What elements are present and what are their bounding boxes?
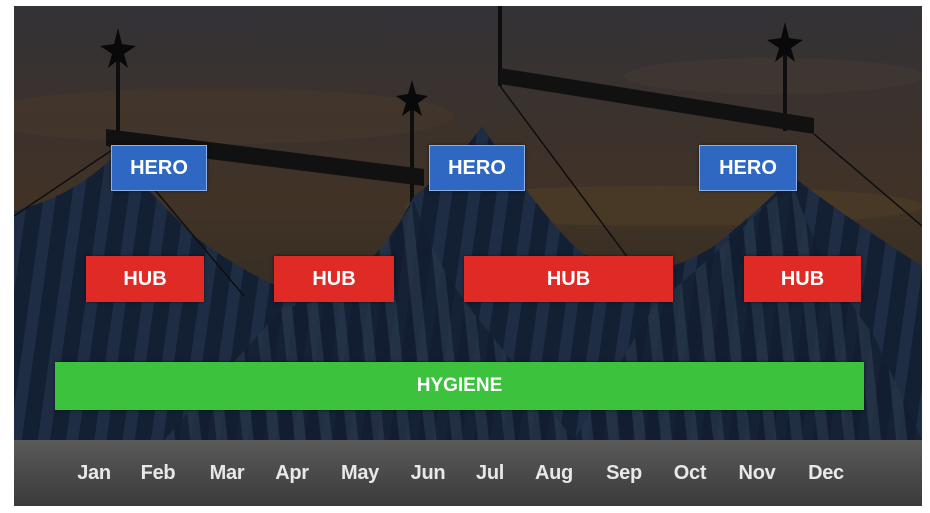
month-label-aug: Aug: [535, 462, 573, 484]
hero-box: HERO: [111, 145, 207, 191]
month-label-jan: Jan: [77, 462, 111, 484]
hub-box: HUB: [744, 256, 861, 302]
month-label-dec: Dec: [808, 462, 844, 484]
hub-box: HUB: [464, 256, 673, 302]
month-label-feb: Feb: [140, 462, 176, 484]
hub-box: HUB: [274, 256, 394, 302]
month-label-may: May: [340, 462, 379, 484]
hub-box: HUB: [86, 256, 204, 302]
hero-box: HERO: [429, 145, 525, 191]
month-label-jul: Jul: [476, 462, 504, 484]
month-label-sep: Sep: [606, 462, 642, 484]
month-label-jun: Jun: [410, 462, 446, 484]
month-label-mar: Mar: [209, 462, 245, 484]
month-axis: Jan Feb Mar Apr May Jun Jul Aug Sep Oct Nov Dec: [14, 440, 922, 506]
month-label-nov: Nov: [738, 462, 776, 484]
hero-box: HERO: [699, 145, 797, 191]
month-label-apr: Apr: [275, 462, 309, 484]
hygiene-bar: HYGIENE: [55, 362, 864, 410]
month-label-oct: Oct: [673, 462, 707, 484]
diagram-frame: HERO HERO HERO HUB HUB HUB HUB HYGIENE Jan Feb Ma…: [14, 6, 922, 506]
